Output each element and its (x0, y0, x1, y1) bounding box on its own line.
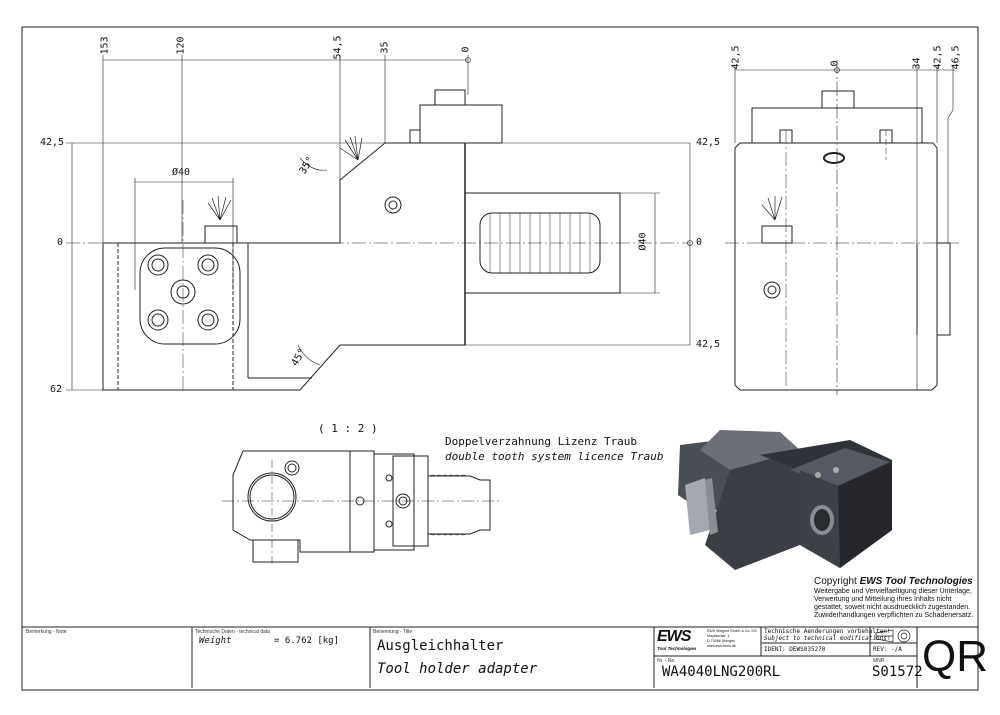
dim-153: 153 (99, 36, 111, 55)
ident: IDENT: DEWS035270 (764, 646, 826, 653)
dim-right-0: 0 (696, 237, 703, 248)
dim-diameter-shank: Ø40 (637, 232, 649, 251)
dim-54-5: 54,5 (332, 35, 344, 60)
dim-0-top: 0 (460, 46, 472, 53)
title-block-grid (22, 626, 978, 688)
company-line: D-73066 Uhingen (707, 639, 736, 643)
nr-label: Nr. - No. (657, 658, 676, 664)
note-de: Doppelverzahnung Lizenz Traub (445, 435, 638, 448)
ews-logo-sub: Tool Technologies (657, 646, 697, 651)
dim-35: 35 (379, 41, 391, 54)
copyright-brand: EWS Tool Technologies (859, 576, 973, 587)
3d-render (678, 430, 892, 570)
revision: REV: -/A (873, 646, 902, 653)
title-label: Benennung - Title (373, 629, 413, 635)
dim-120: 120 (175, 36, 187, 55)
weight-label: Weight (199, 636, 232, 646)
drawing-frame (21, 26, 979, 691)
dim-diameter-left: Ø40 (172, 167, 191, 178)
dim-right-42-5-bottom: 42,5 (696, 339, 721, 350)
bolt-pattern (139, 225, 241, 345)
changes-de: Technische Aenderungen vorbehalten! (764, 628, 891, 635)
tech-data-label: Technische Daten - technical data (195, 629, 271, 635)
side-dim-34: 34 (911, 57, 923, 70)
side-dim-42-5-right: 42,5 (932, 45, 944, 70)
front-view (66, 55, 693, 391)
mnr-number: S01572 (872, 664, 923, 680)
copyright-title: Copyright EWS Tool Technologies (814, 576, 973, 587)
note-label: Bemerkung - Note (26, 629, 67, 635)
changes-en: Subject to technical modifications! (764, 635, 891, 642)
company-line: EWS Weigele GmbH & Co. KG (707, 629, 757, 633)
dim-left-42-5: 42,5 (40, 137, 65, 148)
ews-logo: EWS (657, 628, 691, 645)
dim-left-0: 0 (57, 237, 64, 248)
copyright-line: gestattet, soweit nicht ausdruecklich zu… (814, 604, 971, 611)
copyright-line: Weitergabe und Vervielfaeltigung dieser … (814, 588, 972, 595)
detail-view (222, 450, 500, 565)
company-line: Maybachstr. 1 (707, 634, 730, 638)
mnr-label: MNR. (873, 658, 886, 664)
weight-value: = 6.762 [kg] (274, 636, 340, 646)
part-number: WA4040LNG200RL (662, 664, 781, 680)
side-dim-46-5: 46,5 (950, 45, 962, 70)
title-de: Ausgleichhalter (377, 638, 504, 654)
dimension-lines (66, 55, 693, 391)
qr-label: QR (922, 632, 988, 681)
copyright-line: Verwertung und Mitteilung ihres Inhalts … (814, 596, 952, 603)
side-view (725, 60, 960, 395)
dim-left-62: 62 (50, 384, 63, 395)
side-dim-0: 0 (829, 60, 841, 67)
copyright-prefix: Copyright (814, 576, 860, 587)
scale-label: ( 1 : 2 ) (318, 422, 378, 435)
copyright-text: Weitergabe und Vervielfaeltigung dieser … (814, 588, 973, 620)
title-en: Tool holder adapter (377, 661, 538, 677)
note-en: double tooth system licence Traub (445, 450, 664, 463)
dim-right-42-5-top: 42,5 (696, 137, 721, 148)
company-address: EWS Weigele GmbH & Co. KG Maybachstr. 1 … (707, 629, 757, 649)
side-dim-42-5-left: 42,5 (730, 45, 742, 70)
copyright-line: Zuwiderhandlungen verpflichten zu Schade… (814, 612, 974, 619)
company-line: www.ews-tools.de (707, 644, 736, 648)
